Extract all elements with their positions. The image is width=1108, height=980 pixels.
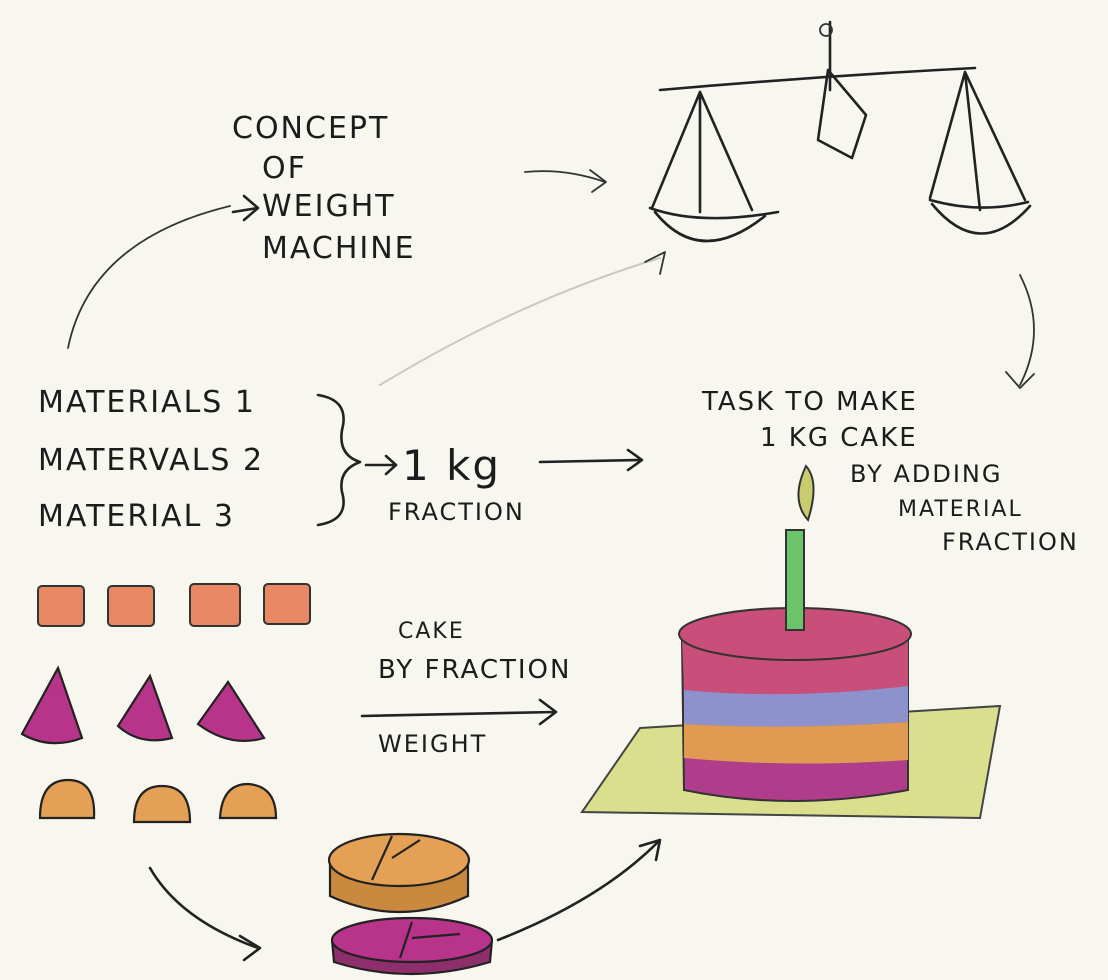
concept-line-2: OF [262, 151, 307, 186]
square-icon [107, 585, 155, 627]
materials-list: MATERIALS 1 MATERVALS 2 MATERIAL 3 [38, 385, 264, 534]
process-line-2: BY FRACTION [378, 655, 571, 685]
arrow-scale-to-task [1005, 274, 1035, 389]
material-3-domes [38, 778, 278, 824]
fraction-value: 1 kg [402, 441, 501, 490]
arrow-shapes-to-discs [148, 866, 262, 962]
fraction-label: FRACTION [388, 498, 525, 526]
arrow-process [360, 698, 558, 726]
dome-icon [38, 778, 96, 820]
cone-icon [20, 665, 84, 745]
concept-line-1: CONCEPT [232, 111, 389, 146]
cone-icon [196, 680, 266, 742]
square-icon [263, 583, 311, 625]
concept-line-4: MACHINE [262, 231, 416, 266]
material-2-label: MATERVALS 2 [38, 443, 264, 478]
task-label: TASK TO MAKE 1 KG CAKE BY ADDING MATERIA… [701, 387, 1079, 556]
material-2-cones [20, 665, 266, 745]
arrow-materials-to-scale-faint [379, 257, 661, 386]
square-icon [37, 585, 85, 627]
process-line-1: CAKE [398, 619, 465, 644]
orange-disc-icon [327, 832, 471, 888]
concept-arrow-tip [231, 194, 260, 222]
task-line-4: MATERIAL [898, 497, 1023, 522]
arrow-materials-to-concept [67, 205, 231, 349]
flame-icon [797, 464, 815, 522]
arrow-fraction-to-task [538, 448, 644, 472]
material-3-label: MATERIAL 3 [38, 499, 235, 534]
arrow-materials-to-scale-tip [644, 251, 666, 275]
cake-layer-orange [684, 722, 908, 764]
weighing-scale-icon [648, 20, 1032, 243]
concept-label: CONCEPT OF WEIGHT MACHINE [232, 111, 416, 266]
arrow-concept-to-scale [524, 169, 607, 193]
cone-icon [116, 673, 174, 742]
cake-discs [327, 832, 494, 976]
task-line-1: TASK TO MAKE [701, 387, 918, 417]
cake-illustration [580, 464, 1002, 820]
concept-line-3: WEIGHT [262, 189, 396, 224]
cake-layer-blue [684, 686, 908, 727]
magenta-disc-icon [330, 916, 494, 964]
task-line-2: 1 KG CAKE [760, 423, 918, 453]
material-1-squares [37, 583, 311, 627]
dome-icon [218, 782, 278, 820]
material-1-label: MATERIALS 1 [38, 385, 256, 420]
dome-icon [132, 784, 192, 824]
arrow-discs-to-cake [496, 838, 662, 942]
task-line-5: FRACTION [942, 528, 1079, 556]
square-icon [189, 583, 241, 627]
task-line-3: BY ADDING [850, 460, 1002, 488]
brace-arrow [364, 454, 398, 476]
process-line-3: WEIGHT [378, 730, 487, 758]
candle-icon [785, 529, 805, 631]
materials-brace [316, 393, 362, 527]
